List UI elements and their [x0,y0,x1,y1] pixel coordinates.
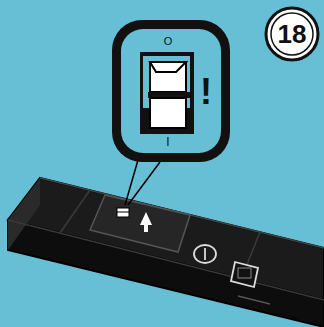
callout-number: 18 [278,21,307,47]
callout-circle [271,13,313,55]
switch-mark-on: I [166,136,169,148]
callout-balloon [112,20,230,205]
warning-mark: ! [200,74,212,110]
switch-mark-off: O [164,36,173,47]
callout-circle [266,8,318,60]
camera-body [8,178,324,327]
rocker-switch [140,52,194,134]
